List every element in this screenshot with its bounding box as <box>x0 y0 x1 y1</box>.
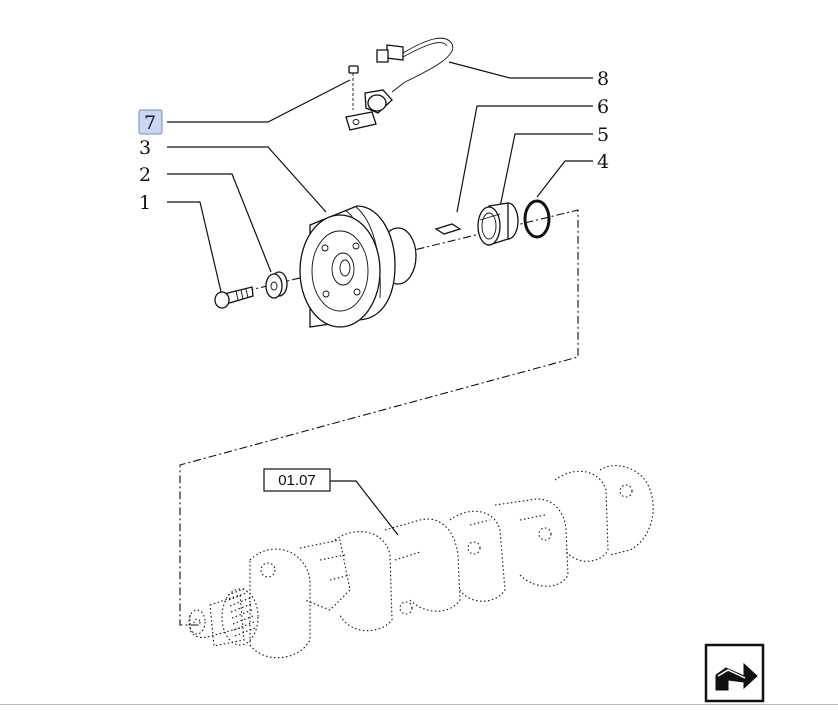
sensor-screw <box>348 65 359 110</box>
return-arrow-icon[interactable] <box>704 643 765 703</box>
assembly-axis <box>179 209 579 626</box>
callout-6[interactable]: 6 <box>597 96 609 118</box>
callout-4[interactable]: 4 <box>597 151 609 173</box>
callout-7-highlight <box>138 109 163 135</box>
seal-sleeve <box>477 202 519 246</box>
bolt <box>214 286 254 309</box>
damper-pulley <box>299 205 417 328</box>
reference-link-01-07[interactable]: 01.07 <box>263 468 331 492</box>
o-ring <box>523 199 551 239</box>
reference-label[interactable]: 01.07 <box>278 472 316 489</box>
washer <box>265 271 288 299</box>
leader-lines <box>167 61 593 536</box>
callout-7[interactable]: 7 <box>144 112 156 134</box>
callout-8[interactable]: 8 <box>597 68 609 90</box>
callout-1[interactable]: 1 <box>139 192 151 214</box>
callout-3[interactable]: 3 <box>139 137 151 159</box>
callout-2[interactable]: 2 <box>139 164 151 186</box>
speed-sensor <box>345 37 454 131</box>
callout-5[interactable]: 5 <box>597 124 609 146</box>
woodruff-key <box>434 223 462 235</box>
crankshaft <box>188 465 654 659</box>
callout-labels: 8 7 6 5 4 3 2 1 <box>138 68 609 214</box>
bottom-divider <box>0 704 838 705</box>
